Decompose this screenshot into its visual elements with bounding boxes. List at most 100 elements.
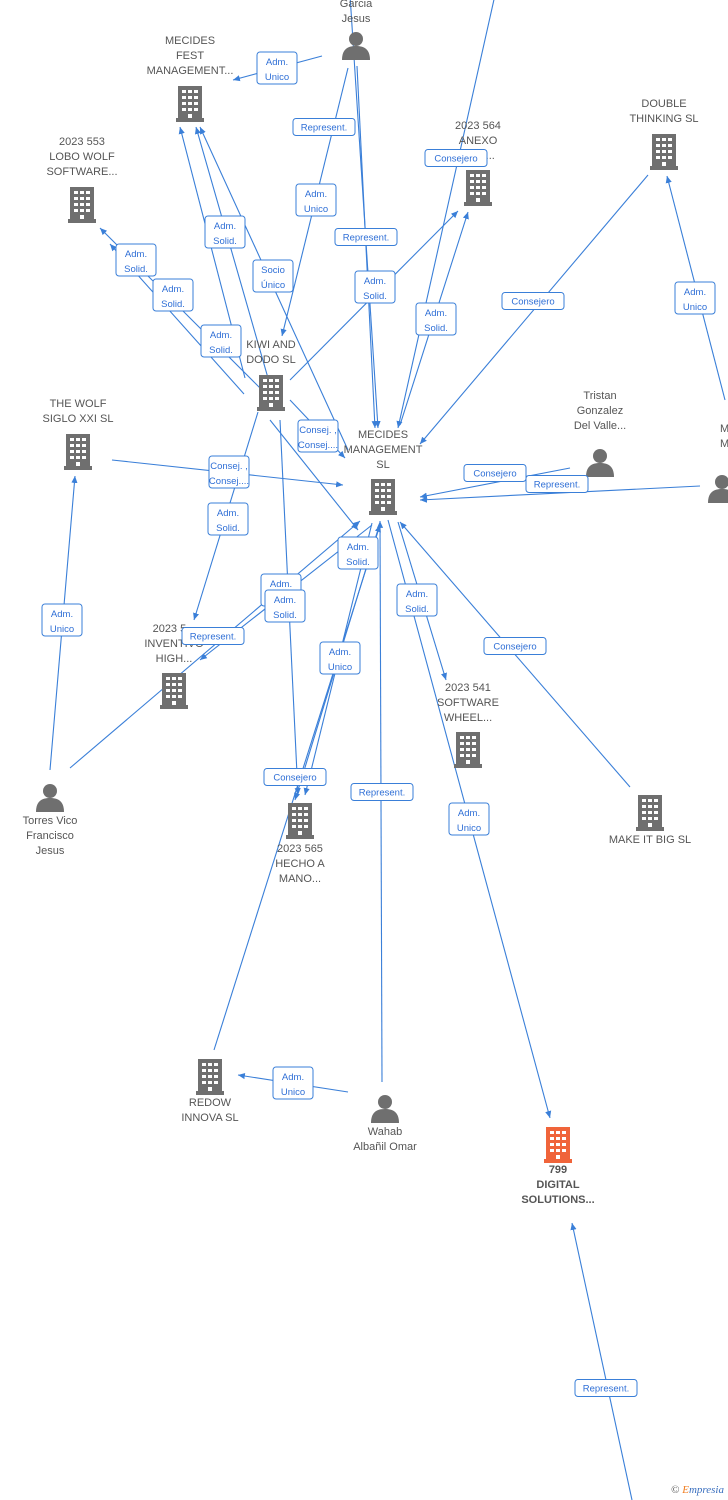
relation-label-box [525, 475, 589, 493]
relation-edge [269, 419, 359, 531]
relation-label[interactable]: Adm.Solid. [264, 589, 306, 623]
relation-label[interactable]: Adm.Unico [674, 281, 716, 315]
relation-label-text: Adm. [51, 609, 73, 620]
relation-label[interactable]: Adm.Solid. [152, 278, 194, 312]
relation-label[interactable]: Adm.Solid. [415, 302, 457, 336]
company-node-software[interactable]: 2023 541SOFTWAREWHEEL... [437, 682, 499, 768]
relation-label-box [292, 118, 356, 136]
node-label-line: MECIDES [165, 35, 215, 47]
relation-label[interactable]: Adm. Solid. [115, 243, 157, 277]
relation-label-box [264, 589, 306, 623]
company-node-double[interactable]: DOUBLE THINKING SL [629, 98, 699, 170]
relation-label[interactable]: Represent. [350, 783, 414, 801]
relation-label[interactable]: Adm.Solid. [207, 502, 249, 536]
building-icon [257, 375, 285, 411]
node-label-line: Gonzalez [577, 405, 623, 417]
person-node-mase[interactable]: M...Mase... [708, 423, 728, 503]
person-icon [36, 784, 64, 812]
relation-label-text: Represent. [190, 632, 236, 643]
node-label-line: Jesus [36, 845, 65, 857]
relation-label-text: Consej.... [298, 440, 338, 451]
relation-label[interactable]: Adm.Solid. [204, 215, 246, 249]
relation-label[interactable]: Consejero [501, 292, 565, 310]
relation-label[interactable]: Adm.Unico [272, 1066, 314, 1100]
relation-label-text: Adm. [210, 330, 232, 341]
relation-label-text: Represent. [359, 788, 405, 799]
node-label-line: REDOW [189, 1097, 232, 1109]
brand-initial: E [682, 1484, 689, 1496]
building-icon [196, 1059, 224, 1095]
relation-label[interactable]: Represent. [292, 118, 356, 136]
company-node-makeit[interactable]: MAKE IT BIG SL [609, 795, 691, 846]
node-label-line: Garcia [340, 0, 373, 10]
relation-label[interactable]: Represent. [334, 228, 398, 246]
relation-label[interactable]: Represent. [574, 1379, 638, 1397]
relation-label[interactable]: Adm.Unico [319, 641, 361, 675]
relation-label-text: Unico [457, 823, 481, 834]
relation-label[interactable]: Consej. ,Consej.... [297, 419, 339, 453]
building-icon [454, 732, 482, 768]
relation-label[interactable]: Represent. [525, 475, 589, 493]
relation-edge [396, 0, 495, 429]
building-icon [286, 803, 314, 839]
relation-label[interactable]: Represent. [181, 627, 245, 645]
relation-label-text: Adm. [266, 57, 288, 68]
relation-label-text: Solid. [363, 291, 387, 302]
relation-label-box [152, 278, 194, 312]
relation-label-box [334, 228, 398, 246]
relation-label[interactable]: Consejero [483, 637, 547, 655]
relation-edge [419, 467, 571, 499]
relation-label-text: Solid. [405, 604, 429, 615]
relation-label-text: Adm. [125, 249, 147, 260]
relation-label[interactable]: Adm.Unico [295, 183, 337, 217]
relation-label-box [463, 464, 527, 482]
node-layer: GarciaJesusMECIDESFESTMANAGEMENT...2023 … [23, 0, 728, 1206]
company-node-799[interactable]: 799DIGITALSOLUTIONS... [521, 1127, 595, 1206]
node-label-line: MANAGEMENT... [147, 65, 234, 77]
relation-label-text: Unico [50, 624, 74, 635]
relation-label[interactable]: Consejero [463, 464, 527, 482]
relation-label[interactable]: Adm.Solid. [354, 270, 396, 304]
node-label-line: DOUBLE [641, 98, 686, 110]
relation-label[interactable]: Adm. Unico [41, 603, 83, 637]
building-icon [544, 1127, 572, 1163]
relation-label[interactable]: Consej. ,Consej.... [208, 455, 250, 489]
node-label-line: LOBO WOLF [49, 151, 115, 163]
relation-label[interactable]: Adm.Solid. [396, 583, 438, 617]
node-label-line: DIGITAL [536, 1179, 579, 1191]
company-node-mecides_fest[interactable]: MECIDESFESTMANAGEMENT... [147, 35, 234, 122]
building-icon [64, 434, 92, 470]
building-icon [636, 795, 664, 831]
node-label-line: THINKING SL [629, 113, 698, 125]
relation-label[interactable]: Adm.Unico [256, 51, 298, 85]
node-label-line: 2023 564 [455, 120, 501, 132]
node-label-line: 2023 565 [277, 843, 323, 855]
relation-label-box [354, 270, 396, 304]
building-icon [160, 673, 188, 709]
relation-label[interactable]: Adm.Solid. [200, 324, 242, 358]
empresia-credit[interactable]: © Empresia [671, 1484, 724, 1496]
relation-label-text: Adm. [282, 1072, 304, 1083]
relation-label-text: Solid. [124, 264, 148, 275]
edge-label-layer: Adm.UnicoRepresent.ConsejeroAdm.UnicoRep… [41, 51, 716, 1397]
relation-label-text: Adm. [305, 189, 327, 200]
relation-label[interactable]: Adm.Unico [448, 802, 490, 836]
relation-label[interactable]: Consejero [263, 768, 327, 786]
relation-label-box [448, 802, 490, 836]
relation-label[interactable]: Adm.Solid. [337, 536, 379, 570]
person-icon [371, 1095, 399, 1123]
node-label-line: MAKE IT BIG SL [609, 834, 691, 846]
relation-label[interactable]: Consejero [424, 149, 488, 167]
